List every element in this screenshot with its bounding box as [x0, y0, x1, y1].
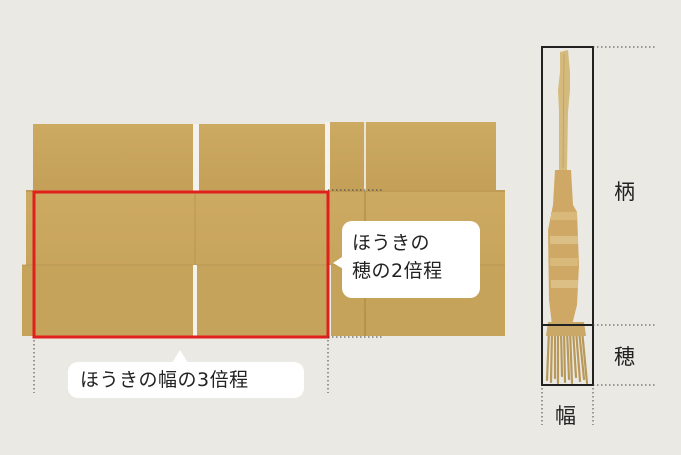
broom-binding-band	[550, 236, 578, 244]
broom-outline-box	[541, 46, 594, 386]
flap-slot	[364, 122, 366, 191]
highlight-frame	[32, 190, 330, 339]
cardboard-bottom-flap	[22, 265, 193, 336]
handle-label: 柄	[614, 180, 635, 204]
callout-text: ほうきの幅の3倍程	[80, 369, 249, 391]
bristles-label: 穂	[614, 345, 635, 369]
broom-binding-band	[550, 258, 578, 266]
broom-binding	[548, 170, 579, 325]
callout-text-line2: 穂の2倍程	[352, 260, 443, 282]
broom-binding-band	[551, 212, 577, 220]
cardboard-top-flap	[330, 122, 364, 191]
broom	[545, 50, 589, 385]
width-label: 幅	[555, 404, 576, 428]
cardboard-top-flap	[366, 122, 496, 191]
callout-pointer	[172, 350, 188, 363]
bristle-height-callout: ほうきの 穂の2倍程	[342, 221, 480, 298]
flap-slot	[325, 122, 330, 191]
callout-text-line1: ほうきの	[352, 232, 431, 254]
broom-width-callout: ほうきの幅の3倍程	[68, 362, 304, 398]
broom-handle-edge	[562, 53, 565, 169]
flap-slot	[193, 265, 197, 336]
flap-slot	[193, 124, 199, 191]
broom-measure-frame	[541, 46, 594, 386]
cardboard-top-flap	[33, 124, 193, 191]
broom-bristles	[545, 328, 589, 385]
cardboard-bottom-flap	[197, 265, 327, 336]
broom-guides	[541, 46, 657, 425]
dimension-guides	[33, 189, 382, 393]
cardboard-top-flap	[199, 124, 325, 191]
broom-binding-band	[551, 280, 578, 288]
